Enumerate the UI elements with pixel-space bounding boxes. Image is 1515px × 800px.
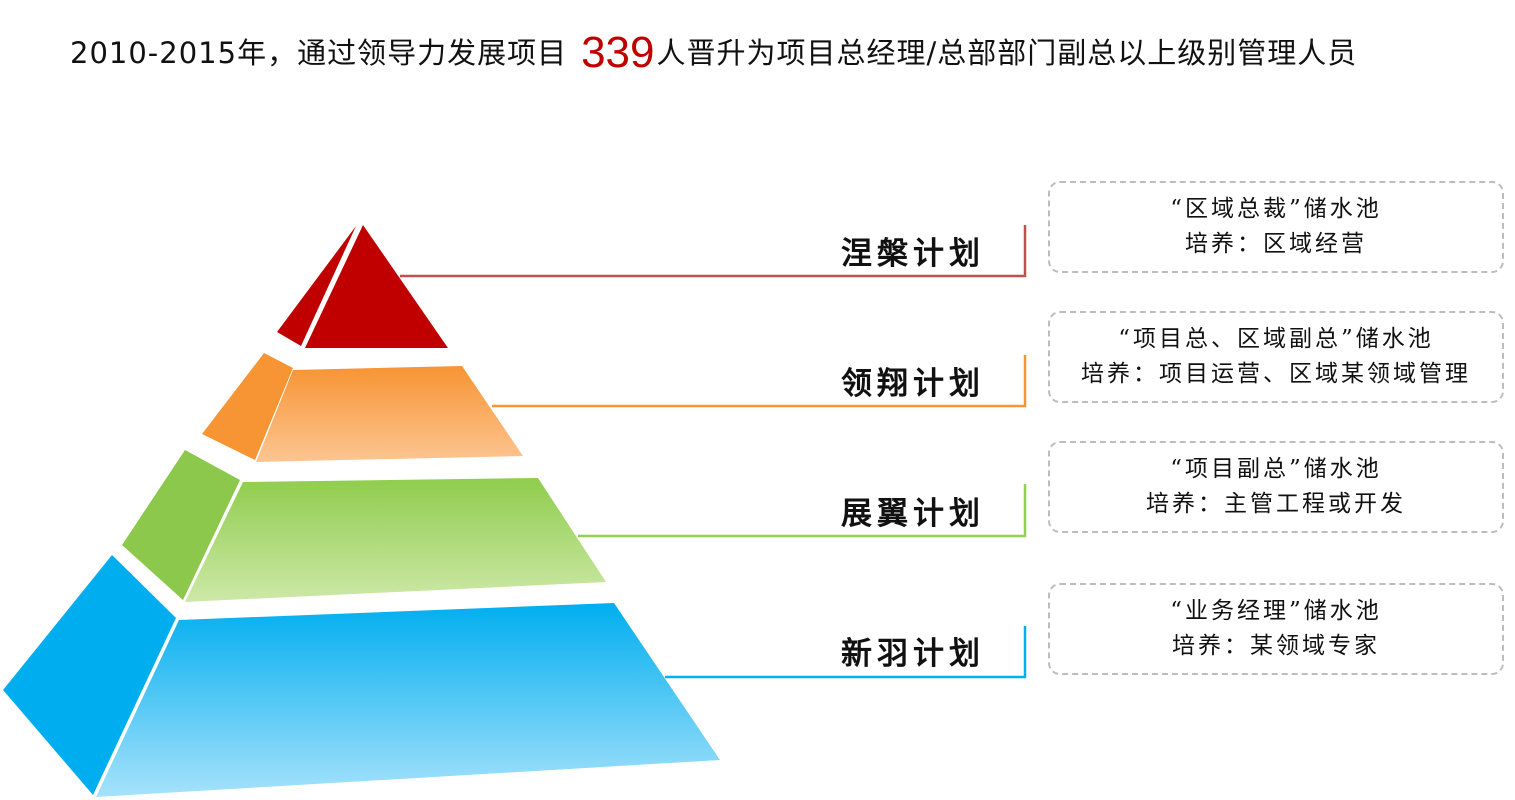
plan-label-lingxiang: 领翔计划 (841, 366, 985, 402)
training-text: 培养：项目运营、区域某领域管理 (1081, 361, 1471, 387)
tier-4-connector (665, 626, 1027, 679)
tier-3-connector (578, 484, 1027, 538)
pool-text: “区域总裁”储水池 (1170, 196, 1382, 222)
training-text: 培养：主管工程或开发 (1146, 491, 1406, 517)
title-prefix: 2010-2015年，通过领导力发展项目 (70, 36, 568, 70)
plan-label-niepan: 涅槃计划 (841, 236, 985, 272)
tier-1-front (305, 225, 448, 348)
plan-label-xinyu: 新羽计划 (841, 636, 985, 672)
pool-text: “业务经理”储水池 (1170, 598, 1382, 624)
tier-4-description: “业务经理”储水池 培养：某领域专家 (1048, 583, 1504, 675)
tier-1-side (277, 226, 356, 346)
tier-3-side (122, 450, 240, 600)
training-text: 培养：区域经营 (1185, 231, 1367, 257)
tier-4-front (96, 603, 720, 797)
tier-2-side (202, 353, 293, 460)
tier-3-description: “项目副总”储水池 培养：主管工程或开发 (1048, 441, 1504, 533)
page-title: 2010-2015年，通过领导力发展项目 339人晋升为项目总经理/总部部门副总以… (70, 28, 1357, 78)
tier-1-description: “区域总裁”储水池 培养：区域经营 (1048, 181, 1504, 273)
tier-4-side (3, 555, 176, 795)
tier-2-description: “项目总、区域副总”储水池 培养：项目运营、区域某领域管理 (1048, 311, 1504, 403)
tier-3-front (185, 478, 606, 602)
tier-2-connector (492, 355, 1027, 408)
promotion-count: 339 (581, 28, 655, 77)
training-text: 培养：某领域专家 (1172, 633, 1380, 659)
tier-1-connector (400, 225, 1027, 278)
pool-text: “项目总、区域副总”储水池 (1118, 326, 1434, 352)
plan-label-zhanyi: 展翼计划 (841, 496, 985, 532)
title-suffix: 人晋升为项目总经理/总部部门副总以上级别管理人员 (656, 36, 1358, 70)
tier-2-front (256, 366, 523, 462)
pool-text: “项目副总”储水池 (1170, 456, 1382, 482)
